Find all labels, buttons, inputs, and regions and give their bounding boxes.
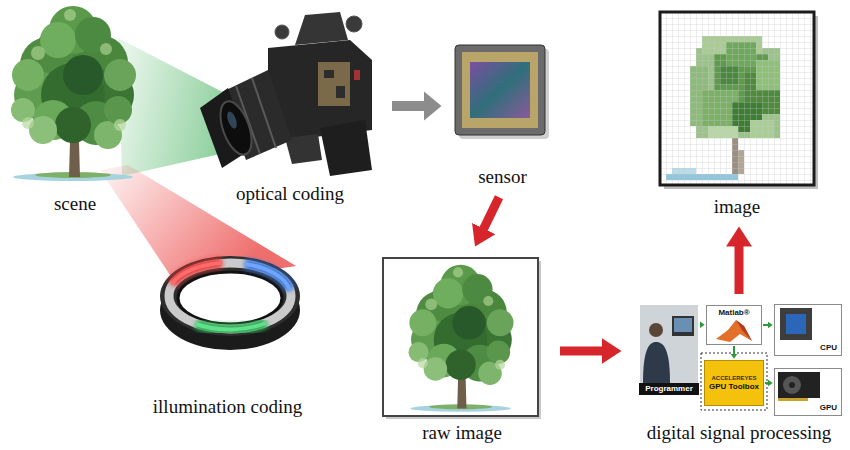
optical-stage: optical coding [190, 5, 390, 207]
box-label: Programmer [639, 383, 699, 395]
box-label: GPU Toolbox [709, 382, 759, 392]
box-label: GPU [820, 403, 837, 413]
box-label: CPU [820, 343, 837, 353]
processing-pictures [640, 305, 820, 410]
flow-arrow [765, 382, 768, 384]
flow-arrow [560, 347, 602, 356]
sensor-stage: sensor [450, 42, 555, 190]
cpu-box: CPU [774, 304, 842, 356]
scene-stage: scene [5, 5, 145, 217]
stage-label: illumination coding [153, 396, 302, 418]
raw-image-picture [383, 258, 541, 419]
camera-picture [200, 12, 372, 176]
flow-arrow [484, 197, 499, 229]
flow-arrow [392, 101, 424, 111]
stage-label: image [714, 196, 760, 218]
scene-tree [11, 6, 136, 181]
box-label: Matlab® [718, 308, 749, 318]
raw-image-stage: raw image [378, 256, 546, 446]
illumination-stage: illumination coding [130, 248, 325, 420]
image-stage: image [652, 8, 822, 220]
programmer-box: Programmer [639, 305, 699, 395]
flow-arrow [763, 324, 768, 326]
flow-arrow [735, 246, 744, 294]
stage-label: scene [54, 193, 96, 215]
box-label: ACCELEREYES [711, 375, 756, 382]
output-image [660, 12, 818, 189]
stage-label: digital signal processing [647, 422, 832, 444]
toolbox-box: ACCELEREYESGPU Toolbox [704, 360, 764, 406]
sensor-chip [455, 45, 549, 139]
stage-label: raw image [422, 422, 502, 444]
stage-label: sensor [478, 166, 527, 188]
ring-light [160, 256, 300, 350]
gpu-box: GPU [774, 368, 842, 416]
processing-stage: Programmer Matlab® CPU ACCELEREYESGPU Toolb… [632, 300, 846, 446]
flow-arrow [733, 346, 735, 354]
stage-label: optical coding [236, 183, 344, 205]
software-box: Matlab® [706, 305, 762, 345]
